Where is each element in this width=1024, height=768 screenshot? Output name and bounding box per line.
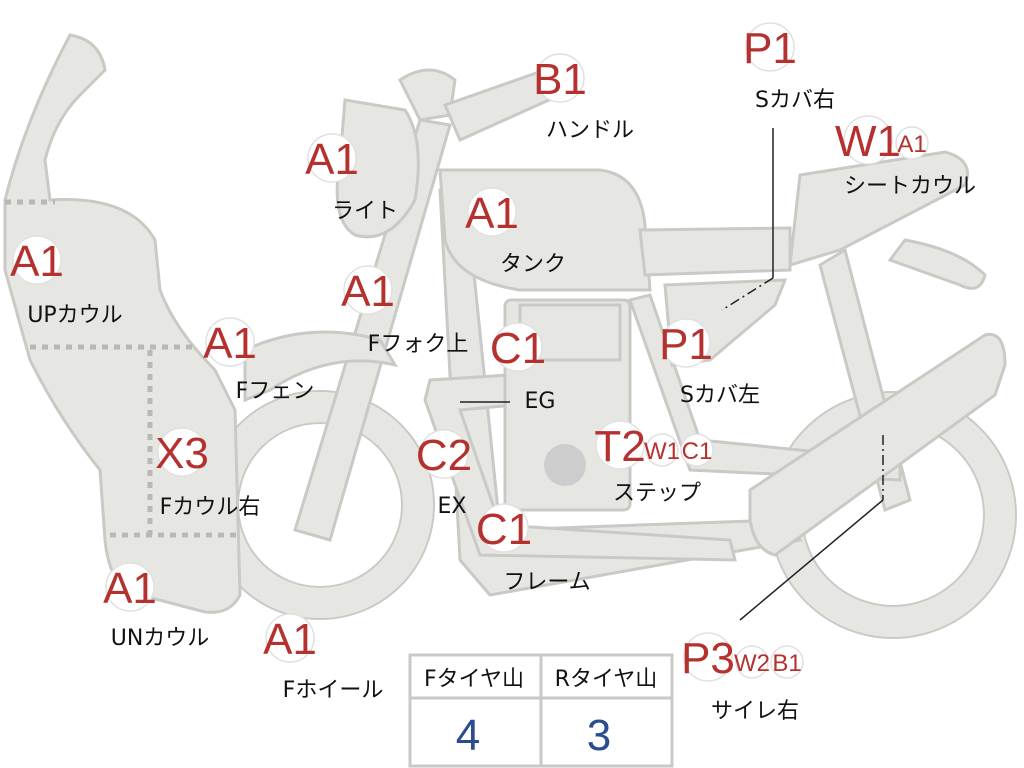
damage-code: A1 [263,615,317,664]
callout-tank[interactable]: A1 タンク [465,187,566,277]
damage-code: C1 [476,505,532,554]
damage-code: A1 [10,237,64,286]
headlight-shape [335,98,420,239]
callout-engine[interactable]: C1 EG [490,322,556,414]
damage-code: C2 [416,431,472,480]
damage-code: C1 [682,438,713,465]
callout-s-cover-left[interactable]: P1 Sカバ左 [659,318,760,408]
damage-code: A1 [465,189,519,238]
part-label: Sカバ左 [680,383,760,408]
part-label: シートカウル [844,174,976,199]
damage-code: P1 [659,320,713,369]
part-label: Fカウル右 [160,495,261,520]
part-label: フレーム [503,570,590,595]
callout-f-fender[interactable]: A1 Fフェン [203,317,315,404]
part-label: Fフェン [236,379,315,404]
part-label: Fフォク上 [368,332,469,357]
part-label: Fホイール [283,678,384,703]
callout-seat-cowl[interactable]: W1 A1 シートカウル [835,115,976,199]
damage-code: A1 [203,319,257,368]
part-label: タンク [500,252,566,277]
seat-cowl-shape [788,150,969,268]
callout-up-cowl[interactable]: A1 UPカウル [10,235,123,328]
damage-code: A1 [897,131,926,158]
damage-code: C1 [490,324,546,373]
tire-tread-table: Fタイヤ山 Rタイヤ山 4 3 [408,653,674,768]
callout-silencer-right[interactable]: P3 W2 B1 サイレ右 [681,632,804,724]
damage-code: X3 [155,429,209,478]
front-tire-value: 4 [456,711,480,760]
damage-code: W1 [644,438,680,465]
callout-step[interactable]: T2 W1 C1 ステップ [594,420,714,506]
damage-code: T2 [594,422,645,471]
callout-s-cover-right[interactable]: P1 Sカバ右 [743,22,835,113]
callout-f-wheel[interactable]: A1 Fホイール [263,613,384,703]
rear-tire-value: 3 [587,711,611,760]
damage-code: B1 [533,55,587,104]
front-fork-shape [293,118,452,542]
damage-code: B1 [772,650,801,677]
callout-un-cowl[interactable]: A1 UNカウル [103,562,210,651]
damage-code: W2 [734,650,770,677]
callout-frame[interactable]: C1 フレーム [476,503,591,595]
muffler-shape [748,332,1007,557]
damage-code: A1 [305,135,359,184]
part-label: EX [438,494,467,519]
leader-lines [460,128,884,621]
front-tire-header: Fタイヤ山 [424,667,524,692]
part-label: EG [525,389,556,414]
damage-code: A1 [103,564,157,613]
part-label: ライト [332,199,398,224]
callout-exhaust[interactable]: C2 EX [416,429,472,519]
callout-f-fork-upper[interactable]: A1 Fフォク上 [341,265,469,357]
part-label: Sカバ右 [755,88,835,113]
damage-code: W1 [835,117,901,166]
seat-shape [638,226,792,277]
part-label: UNカウル [111,626,210,651]
part-label: ステップ [613,481,701,506]
front-fender-shape [243,330,399,403]
rear-tire-header: Rタイヤ山 [555,667,658,692]
callout-light[interactable]: A1 ライト [305,133,398,224]
damage-code: A1 [341,267,395,316]
damage-code: P3 [681,634,735,683]
callout-handle[interactable]: B1 ハンドル [533,53,634,143]
part-label: サイレ右 [711,699,799,724]
part-label: UPカウル [27,303,122,328]
callout-f-cowl-right[interactable]: X3 Fカウル右 [155,427,261,520]
callouts: A1 UPカウル A1 ライト B1 ハンドル A1 タンク P1 Sカバ右 [10,22,976,724]
damage-code: P1 [743,24,797,73]
part-label: ハンドル [546,118,634,143]
